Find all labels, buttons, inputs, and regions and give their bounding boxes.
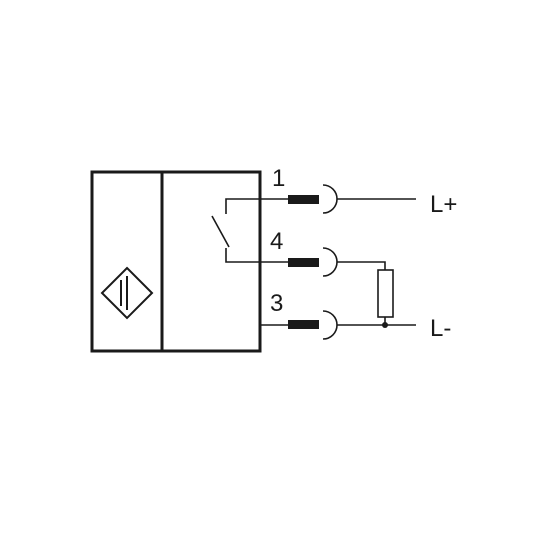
pin-4-socket xyxy=(322,247,338,277)
pin-1-socket xyxy=(322,184,338,214)
pin-4-number: 4 xyxy=(270,228,283,255)
pin-3-socket xyxy=(322,310,338,340)
l-plus-label: L+ xyxy=(430,191,457,218)
inductive-sensor-symbol-icon xyxy=(100,266,154,320)
pin-1-connector xyxy=(288,184,416,214)
junction-dot xyxy=(382,322,388,328)
l-minus-label: L- xyxy=(430,315,451,342)
pin-4-plug xyxy=(288,258,319,267)
pin-3-plug xyxy=(288,320,319,329)
pin-1-plug xyxy=(288,195,319,204)
pin-1-number: 1 xyxy=(272,165,285,192)
switch-contact-icon xyxy=(211,198,291,263)
pin-4-wire xyxy=(337,261,386,270)
pin-3-connector xyxy=(260,310,416,340)
load-resistor-icon xyxy=(377,269,394,328)
pin-4-connector xyxy=(288,247,386,277)
pin-3-number: 3 xyxy=(270,290,283,317)
